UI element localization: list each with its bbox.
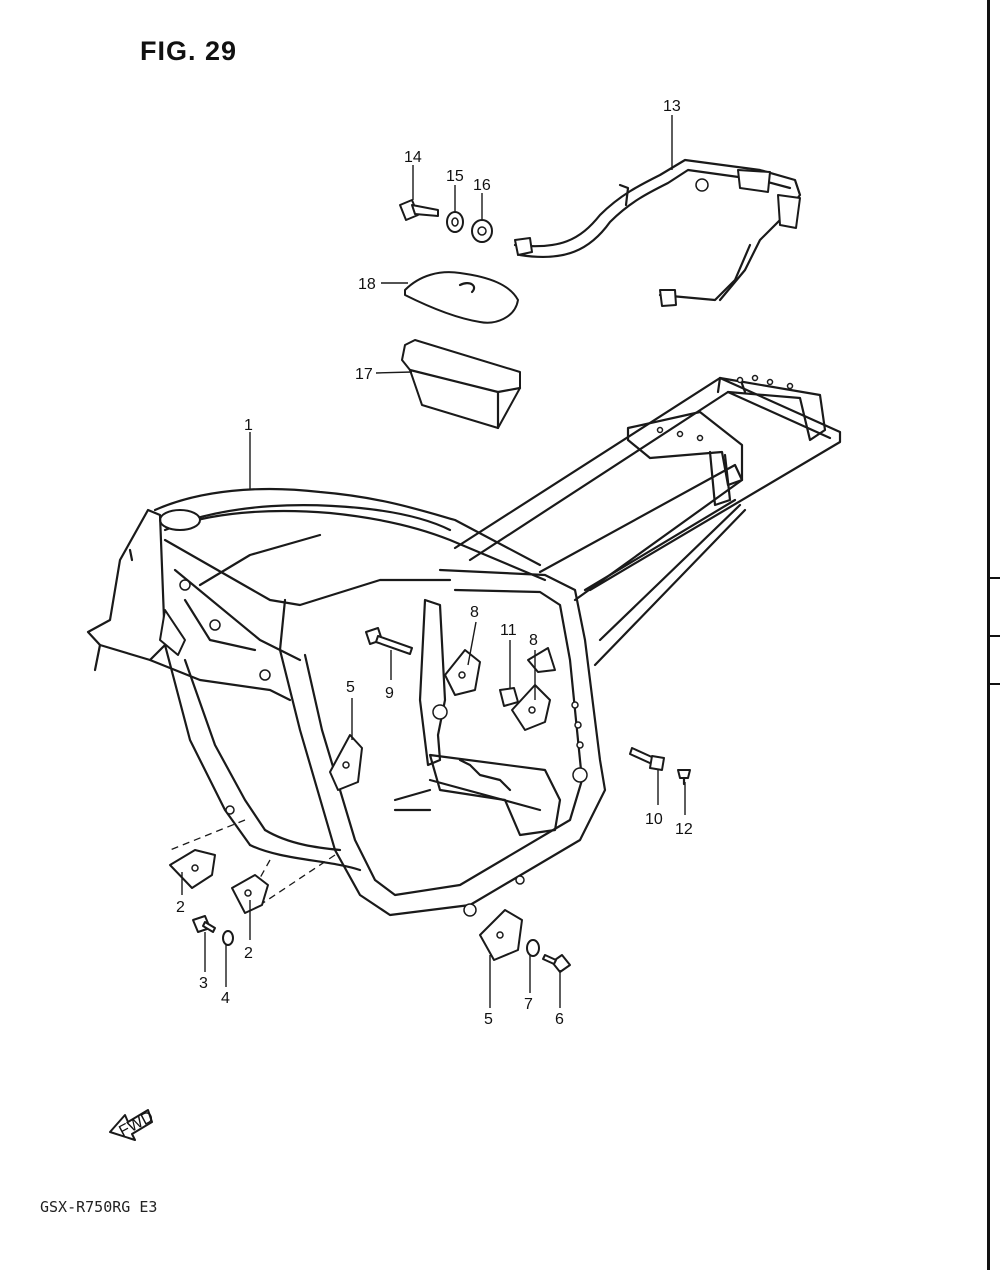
edge-tick <box>987 635 1000 637</box>
callout-18: 18 <box>358 276 376 293</box>
callout-16: 16 <box>473 177 491 194</box>
callout-10: 10 <box>645 811 663 828</box>
callout-14: 14 <box>404 149 422 166</box>
callout-13: 13 <box>663 98 681 115</box>
fwd-label: FWD <box>116 1108 156 1140</box>
callout-8: 8 <box>470 604 479 621</box>
fwd-arrow-icon: FWD <box>109 1108 157 1141</box>
edge-tick <box>987 683 1000 685</box>
callout-2: 2 <box>176 899 185 916</box>
main-frame <box>86 374 842 917</box>
callout-2: 2 <box>244 945 253 962</box>
leader-lines <box>181 115 686 1008</box>
callout-5: 5 <box>484 1011 493 1028</box>
callout-6: 6 <box>555 1011 564 1028</box>
callout-3: 3 <box>199 975 208 992</box>
callout-5: 5 <box>346 679 355 696</box>
tool-bag <box>404 271 519 324</box>
edge-tick <box>987 577 1000 579</box>
callout-11: 11 <box>500 622 517 639</box>
model-code: GSX-R750RG E3 <box>40 1198 158 1216</box>
callout-labels: 1 2 2 3 4 5 5 6 7 8 8 9 10 11 12 13 14 1… <box>176 98 693 1028</box>
callout-7: 7 <box>524 996 533 1013</box>
callout-9: 9 <box>385 685 394 702</box>
seat-rail <box>513 158 802 307</box>
callout-12: 12 <box>675 821 693 838</box>
tool-box <box>401 339 522 430</box>
callout-4: 4 <box>221 990 230 1007</box>
callout-1: 1 <box>244 417 253 434</box>
callout-8: 8 <box>529 632 538 649</box>
fasteners <box>169 199 691 973</box>
figure-title: FIG. 29 <box>140 36 238 66</box>
callout-15: 15 <box>446 168 464 185</box>
callout-17: 17 <box>355 366 373 383</box>
